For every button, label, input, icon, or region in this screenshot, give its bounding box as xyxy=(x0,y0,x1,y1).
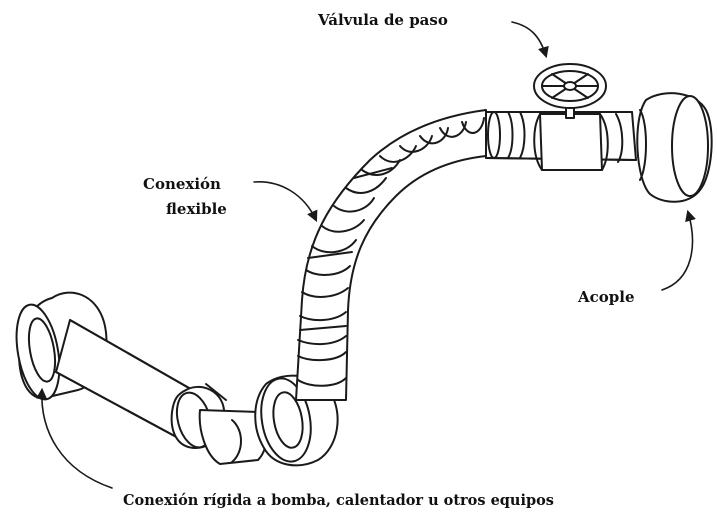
flexible-label-1: Conexión xyxy=(143,175,221,193)
flexible-hose xyxy=(295,109,487,401)
coupling-label: Acople xyxy=(578,288,635,306)
flex-leader-arrow xyxy=(253,181,318,223)
upper-pipe xyxy=(485,111,637,171)
valve-label: Válvula de paso xyxy=(318,11,448,29)
rigid-leader-arrow xyxy=(35,387,113,489)
flexible-label-2: flexible xyxy=(166,200,227,218)
valve-leader-arrow xyxy=(511,21,549,59)
rigid-connection-label: Conexión rígida a bomba, calentador u ot… xyxy=(123,492,554,509)
valve-handwheel xyxy=(533,63,607,119)
coupling-leader-arrow xyxy=(661,209,696,291)
right-coupling-flange xyxy=(636,92,713,203)
